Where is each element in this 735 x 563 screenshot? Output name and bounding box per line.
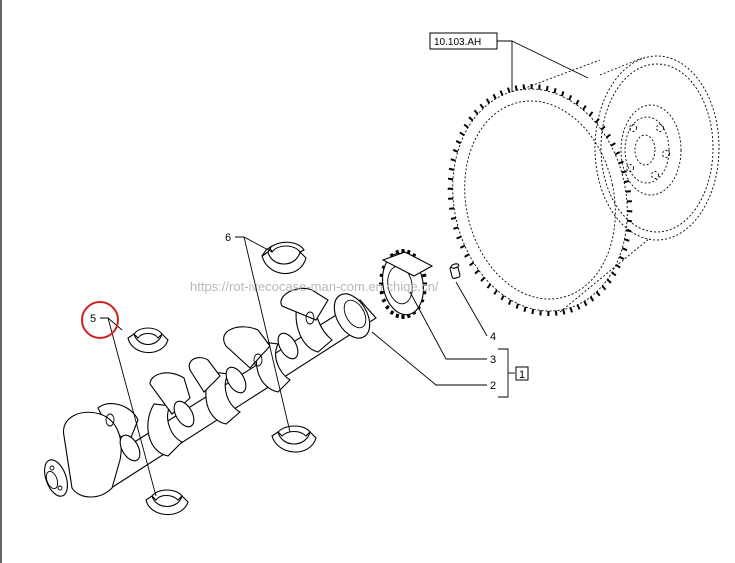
ring-gear-tooth	[568, 95, 573, 101]
ring-gear-tooth	[464, 253, 470, 258]
ring-gear-tooth	[507, 87, 511, 93]
ring-gear-tooth	[468, 116, 474, 122]
ring-gear-tooth	[601, 285, 607, 291]
ring-gear-tooth	[610, 142, 616, 147]
callout-2[interactable]: 2	[490, 380, 496, 392]
ring-gear-tooth	[493, 289, 498, 295]
ring-gear-tooth	[456, 235, 462, 240]
ring-gear-tooth	[615, 263, 621, 269]
timing-gear-drawing	[379, 249, 434, 319]
thrust-shell-upper-5	[127, 327, 169, 354]
ring-gear-tooth	[463, 123, 469, 129]
ring-gear-tooth	[479, 103, 485, 109]
ring-gear-tooth	[621, 247, 628, 252]
ring-gear-tooth	[614, 151, 621, 156]
ring-gear-tooth	[450, 158, 456, 162]
ring-gear-tooth	[605, 133, 611, 139]
ring-gear-tooth	[618, 255, 625, 260]
timing-gear-tooth	[384, 304, 390, 310]
ring-gear-tooth	[595, 291, 601, 297]
ring-gear-tooth	[459, 244, 466, 249]
ring-gear-tooth	[473, 109, 479, 115]
ring-gear-tooth	[560, 91, 565, 97]
ring-gear-teeth	[447, 83, 633, 317]
ring-gear-tooth	[582, 105, 587, 111]
ring-gear-tooth	[499, 90, 504, 96]
ring-gear-tooth	[569, 307, 573, 313]
ring-gear-tooth	[562, 309, 566, 315]
ring-gear-tooth	[588, 111, 594, 117]
ring-gear-tooth	[514, 85, 518, 91]
timing-gear-tooth	[379, 290, 385, 295]
ring-gear-tooth	[452, 148, 459, 153]
timing-gear-tooth	[421, 273, 427, 278]
ring-gear-tooth	[576, 304, 581, 310]
dowel-pin-drawing	[449, 263, 461, 279]
ring-gear-tooth	[450, 216, 457, 220]
ring-gear-tooth	[611, 271, 617, 277]
ring-gear-tooth	[553, 88, 557, 94]
ring-gear-tooth	[621, 170, 627, 174]
ring-gear-tooth	[583, 300, 588, 307]
ring-gear-tooth	[626, 219, 633, 223]
callout-6[interactable]: 6	[225, 232, 231, 244]
ring-gear-tooth	[447, 177, 454, 181]
ring-gear-tooth	[448, 167, 455, 171]
ring-gear-tooth	[575, 99, 580, 106]
highlight-circle	[81, 301, 119, 339]
flywheel-drawing	[447, 55, 720, 317]
reference-box-label: 10.103.AH	[434, 37, 481, 48]
timing-gear-tooth	[381, 298, 387, 303]
ring-gear-tooth	[606, 278, 612, 284]
bearing-shell-upper-6	[261, 241, 307, 275]
ring-gear-tooth	[545, 85, 549, 92]
ring-gear-tooth	[455, 140, 462, 145]
ring-gear-tooth	[594, 118, 600, 124]
timing-gear-tooth	[389, 310, 395, 316]
ring-gear-tooth	[474, 269, 480, 275]
crankshaft-drawing	[44, 288, 377, 498]
callout-5[interactable]: 5	[90, 313, 96, 325]
ring-gear-tooth	[625, 229, 632, 233]
ring-gear-tooth	[486, 283, 492, 289]
group-box-1[interactable]: 1	[515, 366, 529, 381]
ring-gear-tooth	[554, 310, 558, 316]
callout-4[interactable]: 4	[490, 331, 496, 343]
bearing-shell-lower-6	[271, 425, 317, 453]
watermark-text: https://rot-ivecocase-man-com.en.chiqe.c…	[190, 279, 439, 294]
ring-gear-tooth	[531, 308, 535, 315]
ring-gear-tooth	[492, 93, 497, 100]
ring-gear-tooth	[515, 303, 520, 309]
ring-gear-tooth	[624, 238, 630, 242]
ring-gear-tooth	[480, 276, 486, 282]
ring-gear-tooth	[507, 299, 512, 305]
ring-gear-tooth	[453, 226, 459, 230]
ring-gear-tooth	[523, 306, 527, 312]
ring-gear-tooth	[589, 296, 595, 302]
ring-gear-tooth	[522, 84, 526, 90]
ring-gear-tooth	[618, 160, 624, 165]
group-box-label: 1	[519, 369, 525, 381]
thrust-shell-lower-5	[145, 489, 189, 516]
ring-gear-tooth	[625, 190, 631, 193]
ring-gear-tooth	[459, 131, 465, 137]
callout-3[interactable]: 3	[490, 354, 496, 366]
ring-gear-tooth	[500, 294, 505, 301]
ring-gear-tooth	[469, 261, 475, 267]
ring-gear-tooth	[600, 125, 606, 131]
leader-lines	[100, 40, 589, 497]
timing-gear-tooth	[395, 313, 400, 319]
ring-gear-tooth	[485, 98, 491, 104]
ring-gear-tooth	[623, 180, 630, 184]
reference-box[interactable]: 10.103.AH	[429, 32, 498, 50]
ring-gear-tooth	[449, 207, 455, 210]
